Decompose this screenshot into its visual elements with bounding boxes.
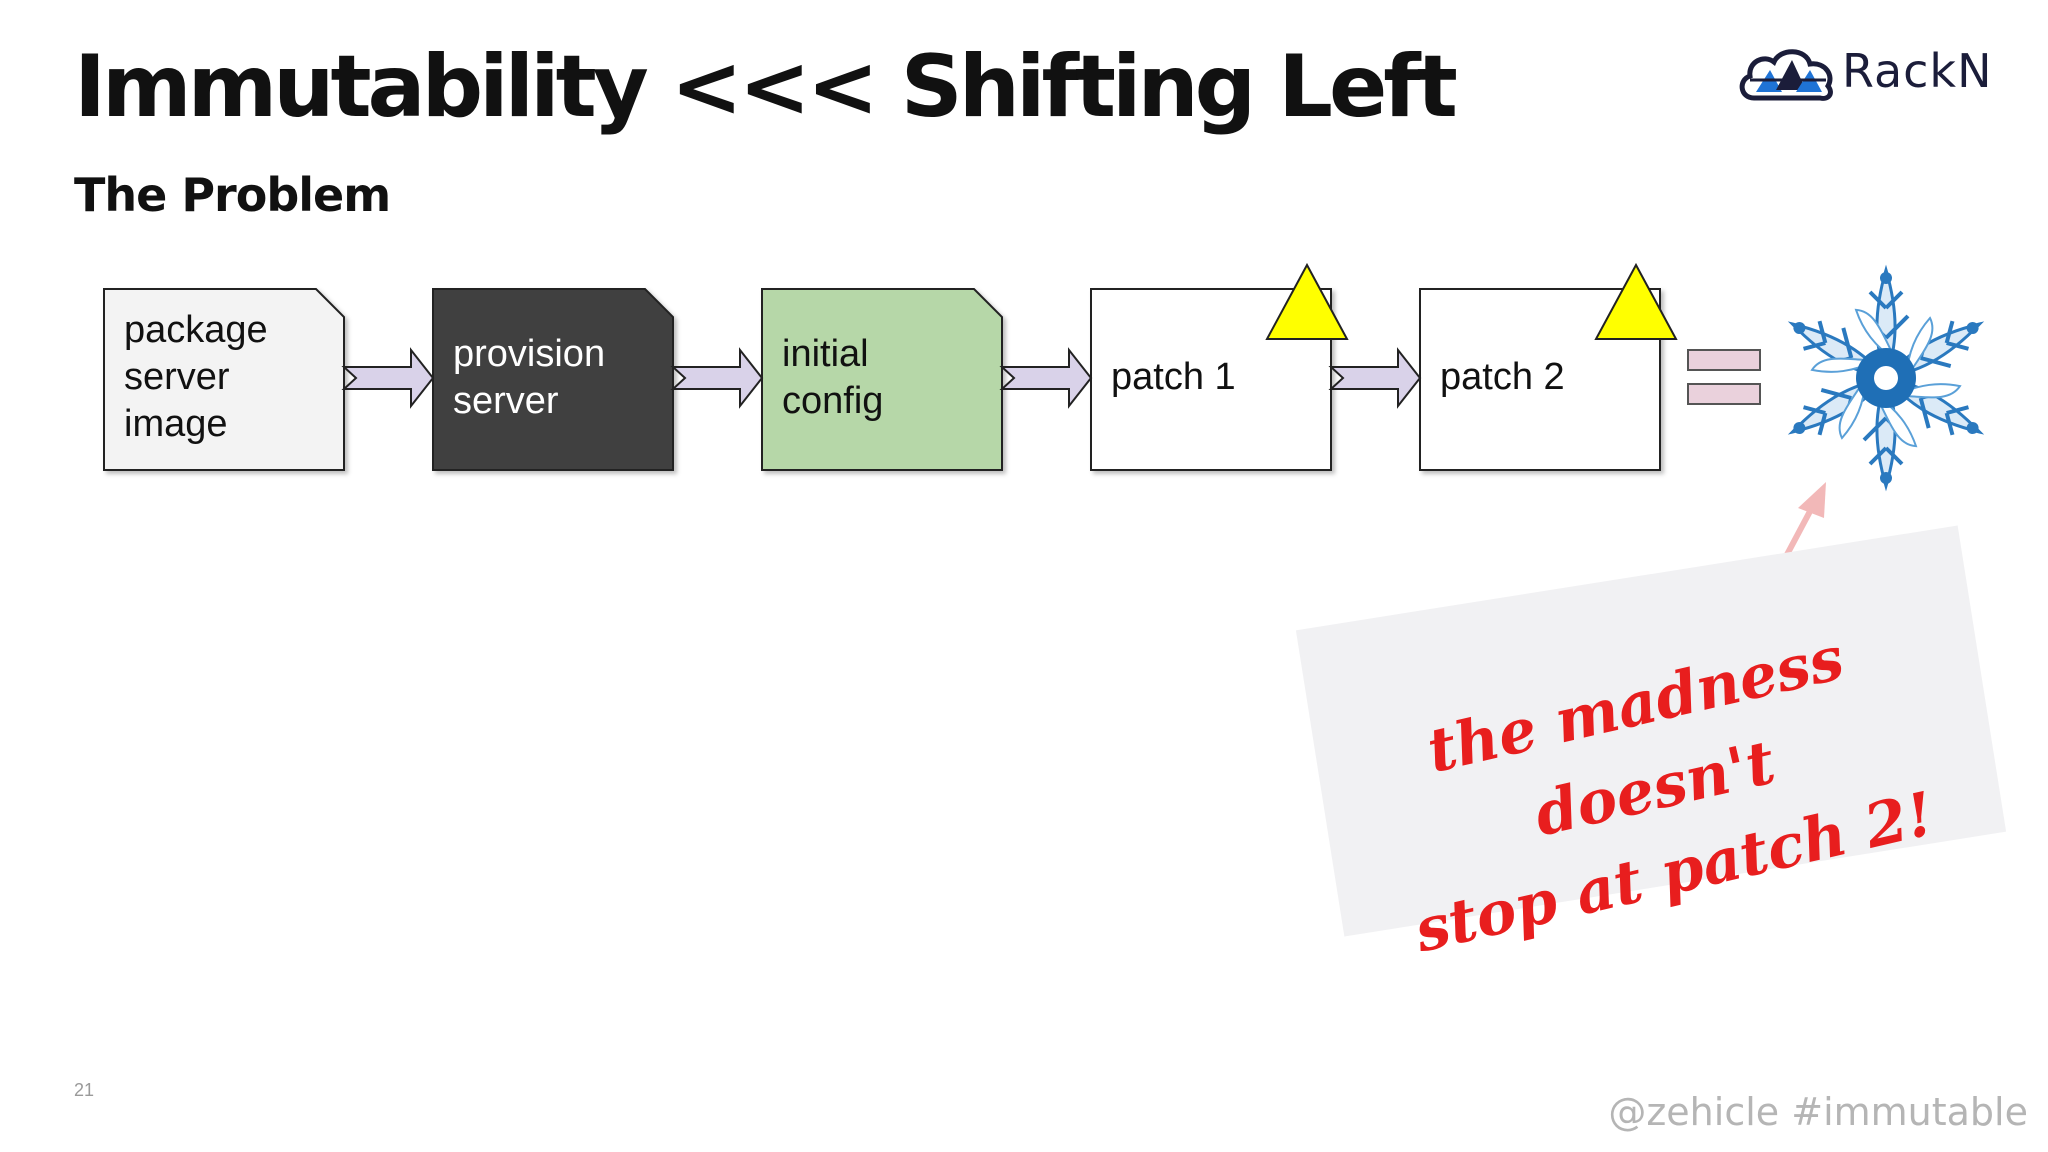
pipeline-step-box-2 — [432, 288, 674, 471]
equals-bar-top — [1687, 349, 1761, 371]
pipeline-step-box-1 — [103, 288, 345, 471]
footer-handle: @zehicle #immutable — [1608, 1090, 2028, 1134]
slide-title: Immutability <<< Shifting Left — [74, 37, 1458, 137]
pipeline-step-label: patch 1 — [1111, 356, 1236, 398]
pipeline-arrow-3 — [999, 347, 1093, 409]
pipeline-arrow-4 — [1328, 347, 1422, 409]
pipeline-arrow-1 — [341, 347, 435, 409]
page-number: 21 — [74, 1080, 95, 1100]
slide-subtitle: The Problem — [74, 168, 391, 222]
pipeline-step-label: provision server — [453, 332, 606, 422]
warning-triangle-icon — [1265, 262, 1349, 340]
pipeline-step-label: patch 2 — [1440, 356, 1565, 398]
pipeline-step-label: package server image — [124, 309, 268, 445]
warning-triangle-icon — [1594, 262, 1678, 340]
pipeline-step-label: initial config — [782, 332, 884, 422]
pipeline-step-box-3 — [761, 288, 1003, 471]
rackn-logo-icon — [1739, 49, 1833, 101]
pipeline-arrow-2 — [670, 347, 764, 409]
snowflake-icon — [1787, 264, 1985, 492]
logo-text: RackN — [1842, 44, 1993, 98]
equals-bar-bottom — [1687, 383, 1761, 405]
